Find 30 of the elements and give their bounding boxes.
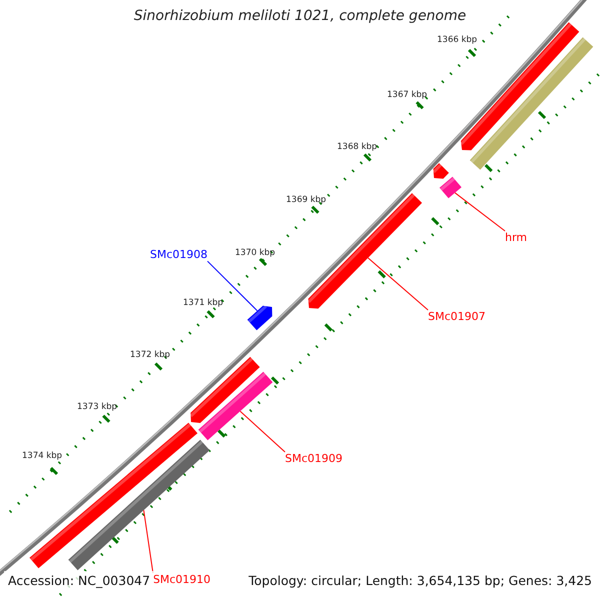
scale-label: 1370 kbp (235, 248, 276, 258)
genome-stats-text: Topology: circular; Length: 3,654,135 bp; Genes: 3,425 (248, 573, 592, 588)
leader-line (143, 510, 154, 574)
scale-label: 1367 kbp (387, 90, 428, 100)
title: Sinorhizobium meliloti 1021, complete genome (132, 8, 468, 25)
leader-line (240, 410, 286, 452)
gene-feature (190, 356, 260, 423)
gene-label: SMc01908 (150, 248, 208, 262)
gene-label: SMc01910 (153, 573, 211, 586)
scale-label: 1371 kbp (183, 298, 224, 308)
scale-label: 1373 kbp (77, 402, 118, 412)
scale-label: 1366 kbp (437, 35, 478, 46)
leader-line (454, 192, 506, 232)
scale-label: 1372 kbp (130, 350, 170, 360)
accession-text: Accession: NC_003047 (4, 571, 154, 590)
gene-bar (198, 372, 273, 440)
gene-label: SMc01907 (428, 310, 486, 324)
scale-label: 1369 kbp (286, 195, 326, 206)
gene-feature (460, 22, 580, 150)
gene-label: SMc01909 (285, 452, 343, 466)
gene-bar (68, 440, 210, 570)
gene-label: hrm (505, 231, 528, 244)
gene-bar (440, 176, 462, 198)
gene-feature (308, 193, 422, 309)
leader-line (207, 260, 258, 312)
scale-label: 1374 kbp (22, 451, 62, 462)
scale-label: 1368 kbp (337, 142, 378, 152)
gene-feature (432, 163, 449, 179)
leader-line (368, 257, 428, 310)
gene-feature (247, 305, 272, 330)
